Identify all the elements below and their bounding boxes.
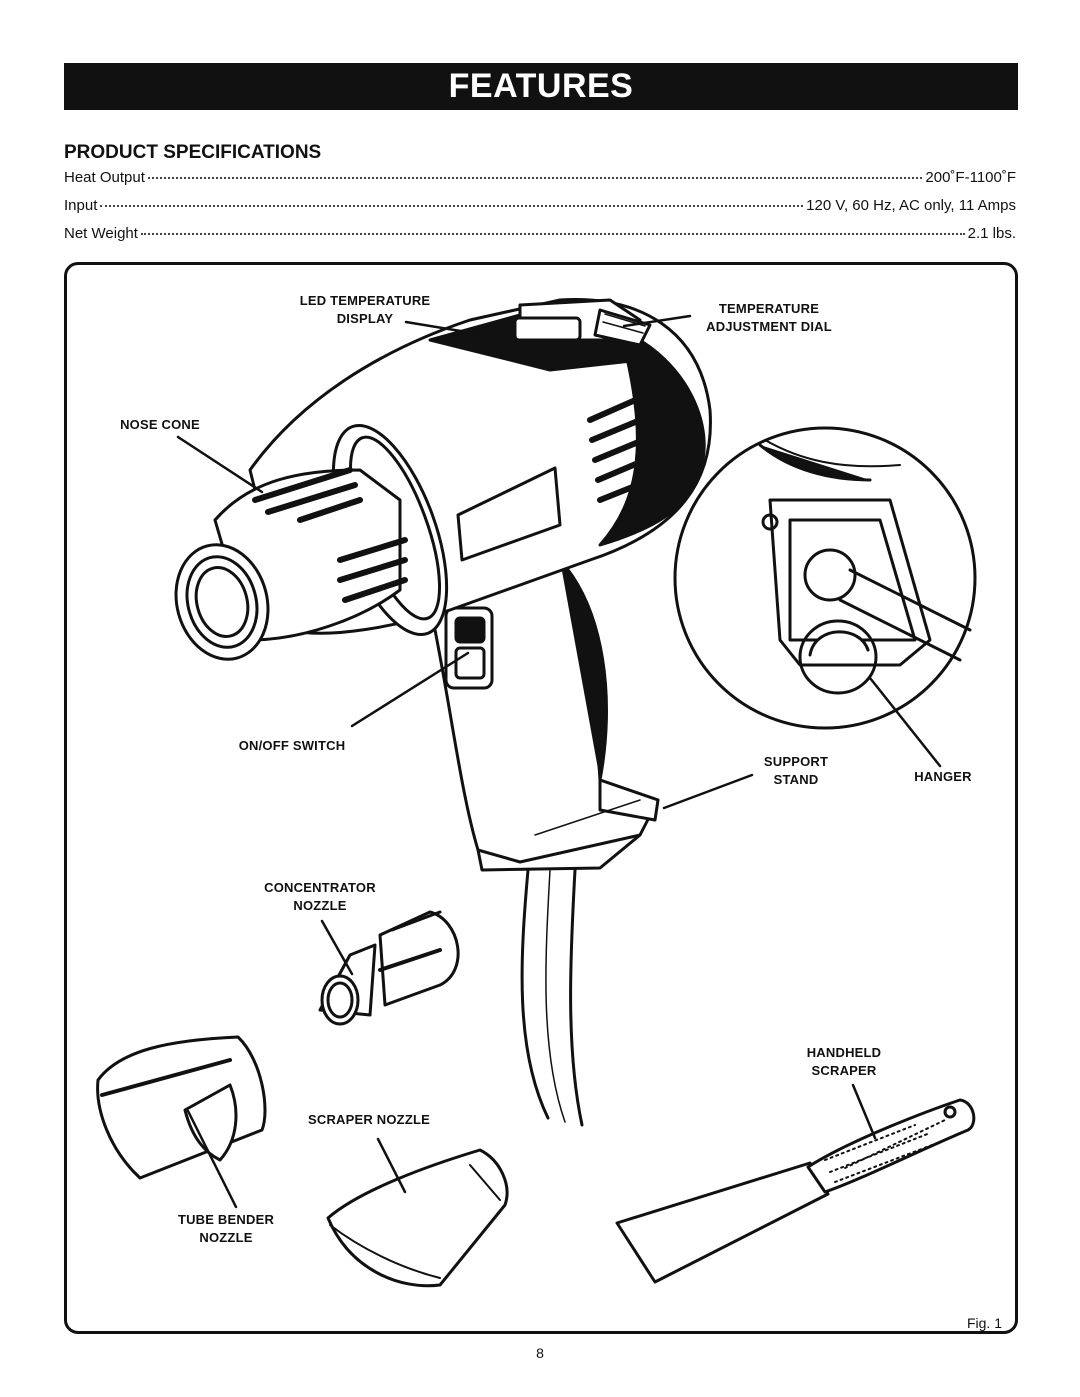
scraper-nozzle-callout: SCRAPER NOZZLE [308,1112,430,1127]
nose-cone-callout: NOSE CONE [120,417,200,432]
callout-tube-line2: NOZZLE [199,1230,253,1245]
features-banner: FEATURES [64,63,1018,110]
concentrator-nozzle-illustration [318,910,460,1026]
callout-concentrator-line2: NOZZLE [293,898,347,913]
hanger-callout: HANGER [914,769,972,784]
callout-dial-line1: TEMPERATURE [718,301,820,316]
callout-scraper-line2: SCRAPER [811,1063,877,1078]
specifications-list: Heat Output 200˚F-1100˚F Input 120 V, 60… [64,169,1016,253]
callout-scraper-line1: HANDHELD [806,1045,882,1060]
leader-lines [176,314,942,1209]
nose-cone-illustration [174,467,408,661]
dot-leader [140,233,965,235]
callout-concentrator-line1: CONCENTRATOR [264,880,376,895]
handheld-scraper-illustration [615,1098,976,1284]
figure-caption: Fig. 1 [966,1315,1002,1331]
dot-leader [147,177,923,179]
product-specifications-heading: PRODUCT SPECIFICATIONS [64,142,322,163]
spec-label: Net Weight [64,225,138,242]
on-off-switch-callout: ON/OFF SWITCH [238,738,346,753]
callout-led-line2: DISPLAY [336,311,394,326]
on-off-switch-illustration [444,606,494,690]
callout-led-line1: LED TEMPERATURE [299,293,431,308]
spec-row-net-weight: Net Weight 2.1 lbs. [64,225,1016,253]
spec-label: Heat Output [64,169,145,186]
hanger-detail-illustration [673,426,977,730]
callout-dial-line2: ADJUSTMENT DIAL [706,319,832,334]
power-cord-illustration [520,868,584,1127]
support-stand-callout: SUPPORT STAND [756,753,836,789]
spec-value: 120 V, 60 Hz, AC only, 11 Amps [806,197,1016,214]
spec-value: 200˚F-1100˚F [925,169,1016,186]
dot-leader [100,205,804,207]
handheld-scraper-callout: HANDHELD SCRAPER [800,1044,888,1080]
figure-frame [64,262,1018,1334]
callout-stand-line2: STAND [773,772,819,787]
temperature-adjustment-dial-callout: TEMPERATURE ADJUSTMENT DIAL [696,300,842,336]
concentrator-nozzle-callout: CONCENTRATOR NOZZLE [258,879,382,915]
scraper-nozzle-illustration [326,1148,509,1288]
spec-row-heat-output: Heat Output 200˚F-1100˚F [64,169,1016,197]
tube-bender-nozzle-callout: TUBE BENDER NOZZLE [174,1211,278,1247]
page-number: 8 [536,1345,544,1361]
callout-tube-line1: TUBE BENDER [177,1212,275,1227]
features-title: FEATURES [448,67,634,105]
callout-stand-line1: SUPPORT [763,754,829,769]
led-temperature-display-callout: LED TEMPERATURE DISPLAY [292,292,438,328]
spec-row-input: Input 120 V, 60 Hz, AC only, 11 Amps [64,197,1016,225]
tube-bender-nozzle-illustration [96,1035,267,1180]
spec-label: Input [64,197,98,214]
spec-value: 2.1 lbs. [967,225,1016,242]
